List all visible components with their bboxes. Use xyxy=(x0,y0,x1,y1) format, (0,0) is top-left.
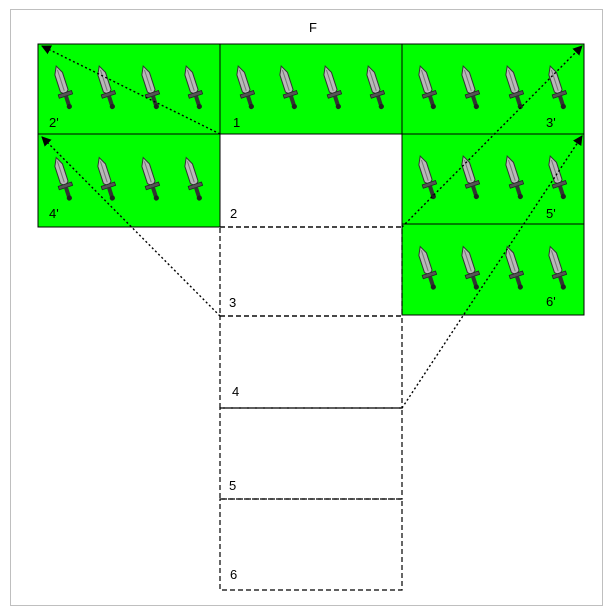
label-3: 3 xyxy=(229,295,236,310)
label-3-prime: 3' xyxy=(546,115,556,130)
movement-arrows xyxy=(41,45,583,409)
arrow-2-to-3-prime xyxy=(401,45,583,228)
label-2-prime: 2' xyxy=(49,115,59,130)
arrow-1-to-2-prime xyxy=(41,45,221,135)
label-4-prime: 4' xyxy=(49,206,59,221)
diagram-frame xyxy=(10,9,603,606)
slot-6 xyxy=(219,498,403,591)
dashed-slots xyxy=(219,226,403,591)
arrow-3-to-4-prime xyxy=(41,136,221,317)
label-5: 5 xyxy=(229,478,236,493)
arrow-4-to-5-prime xyxy=(401,135,583,409)
diagram-title: F xyxy=(309,20,317,35)
label-1: 1 xyxy=(233,115,240,130)
green-blocks xyxy=(37,43,585,316)
label-6: 6 xyxy=(230,567,237,582)
source-labels: 1 2 3 4 5 6 xyxy=(229,115,240,582)
label-6-prime: 6' xyxy=(546,294,556,309)
label-2: 2 xyxy=(230,206,237,221)
slot-3 xyxy=(219,226,403,317)
target-labels: 2' 3' 4' 5' 6' xyxy=(49,115,556,309)
label-5-prime: 5' xyxy=(546,206,556,221)
slot-4 xyxy=(219,315,403,409)
label-4: 4 xyxy=(232,384,239,399)
slot-5 xyxy=(219,407,403,500)
